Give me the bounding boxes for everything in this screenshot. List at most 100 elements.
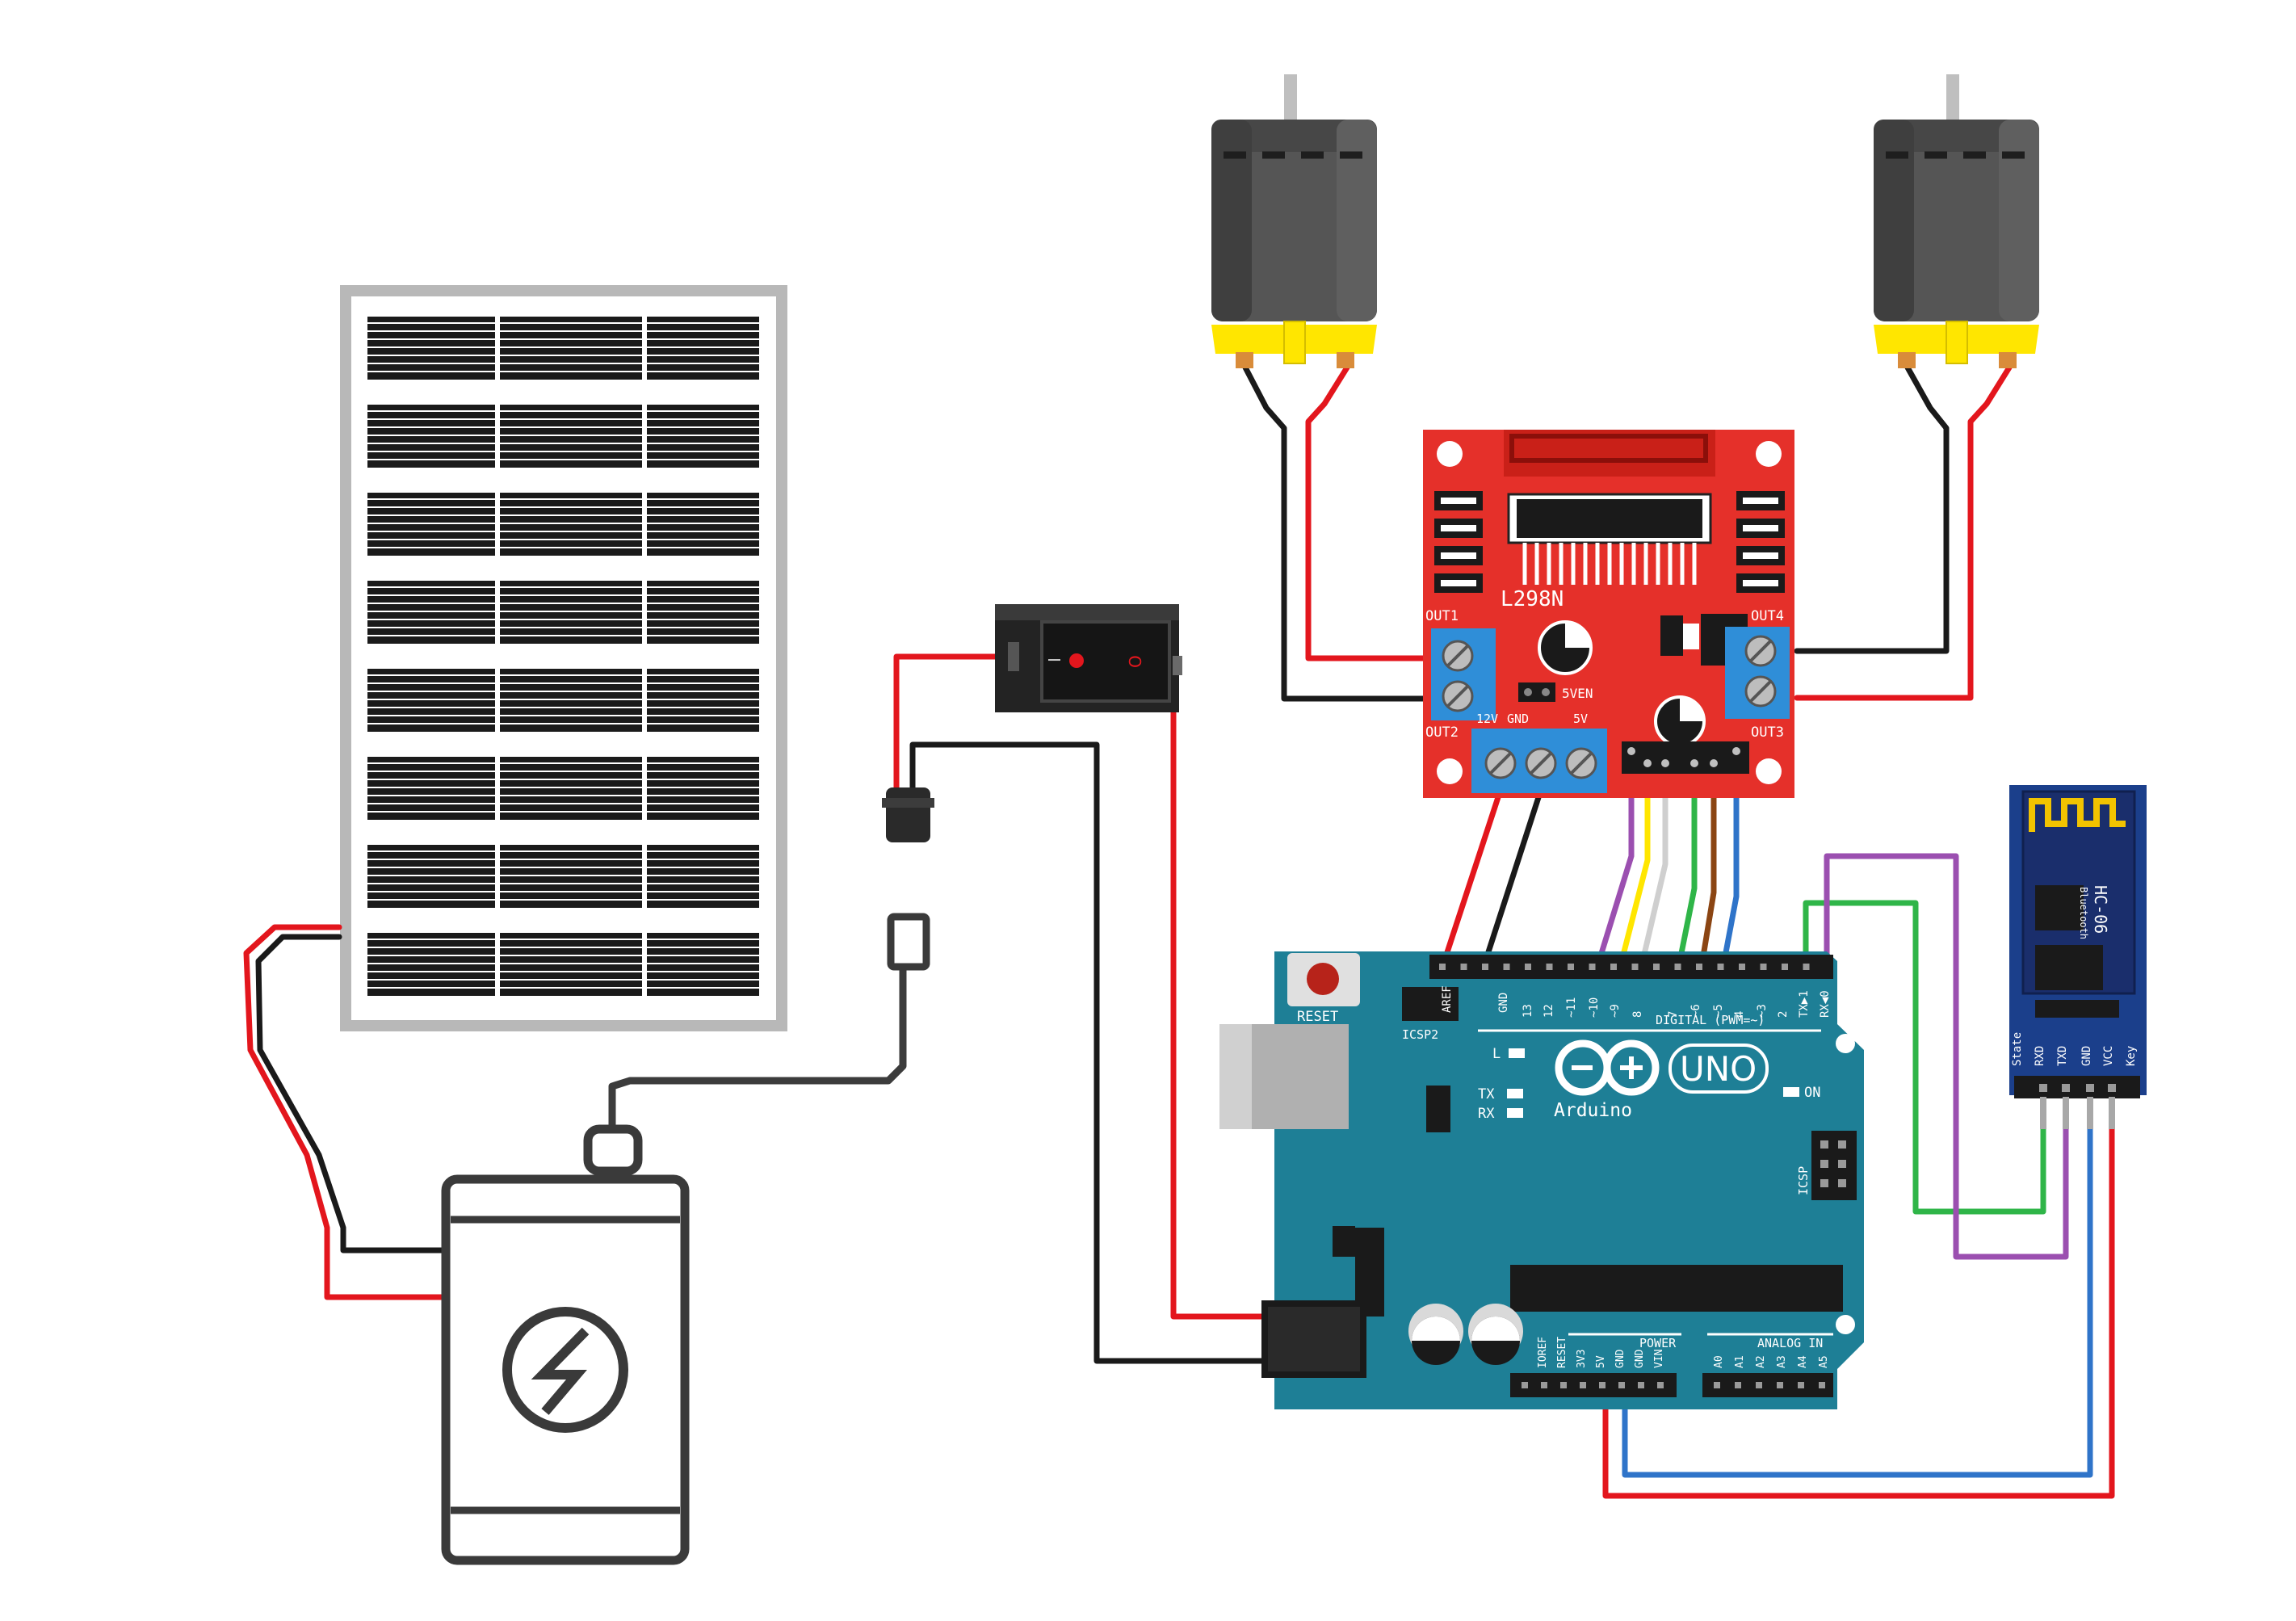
- solar-cell: [646, 669, 759, 732]
- solar-panel: [340, 285, 787, 1031]
- wire-5v-red: [1602, 1126, 2115, 1499]
- solar-cell: [646, 933, 759, 996]
- power-bank: [441, 1124, 690, 1565]
- dc-barrel-connector: [882, 787, 934, 971]
- arduino-power-pin-label: RESET: [1556, 1337, 1568, 1368]
- solar-cell: [367, 845, 495, 908]
- wire-in1-yellow: [1618, 768, 1651, 964]
- arduino-digital-pin-label: 13: [1522, 1004, 1534, 1018]
- arduino-digital-pin-label: ~6: [1689, 1004, 1702, 1018]
- solar-cell: [367, 669, 495, 732]
- arduino-model-label: UNO: [1680, 1049, 1757, 1089]
- l298n-out3-out4-terminal: [1725, 627, 1790, 719]
- l298n-gnd-label: GND: [1507, 712, 1529, 726]
- l298n-5v-label: 5V: [1573, 712, 1588, 726]
- wire-in3-green: [1677, 768, 1698, 964]
- solar-cell: [367, 317, 495, 380]
- solar-cell: [367, 933, 495, 996]
- l298n-12v-label: 12V: [1476, 712, 1498, 726]
- arduino-digital-pin-label: 8: [1631, 1011, 1644, 1018]
- wire-enb-blue: [1721, 768, 1740, 964]
- solar-cell: [499, 845, 642, 908]
- solar-cell: [646, 405, 759, 468]
- arduino-icsp-label: ICSP: [1796, 1166, 1811, 1195]
- solar-cell: [646, 845, 759, 908]
- arduino-analog-label: ANALOG IN: [1757, 1336, 1823, 1350]
- wire-in4-brown: [1699, 768, 1717, 964]
- arduino-reset-label: RESET: [1297, 1009, 1338, 1025]
- arduino-analog-pin-label: A1: [1734, 1355, 1746, 1368]
- arduino-on-label: ON: [1804, 1085, 1820, 1101]
- arduino-analog-pin-label: A2: [1755, 1355, 1767, 1368]
- arduino-digital-pin-label: TX▶1: [1798, 990, 1811, 1018]
- arduino-logo: [1555, 1039, 1660, 1096]
- switch-led: [1069, 653, 1084, 668]
- wire-gnd-blue: [1622, 1126, 2093, 1478]
- hc06-pin-label: VCC: [2102, 1046, 2115, 1066]
- solar-cell: [367, 493, 495, 556]
- solar-cell: [499, 933, 642, 996]
- arduino-power-pin-label: IOREF: [1537, 1337, 1549, 1368]
- solar-cell: [499, 317, 642, 380]
- dc-motor-right: [1874, 74, 2039, 368]
- l298n-out1-out2-terminal: [1431, 628, 1496, 720]
- solar-cell: [646, 581, 759, 644]
- arduino-digital-pin-label: 2: [1777, 1011, 1790, 1018]
- arduino-digital-pin-label: RX◀0: [1819, 990, 1832, 1018]
- l298n-heatsink: [1504, 430, 1715, 585]
- dc-motor-left: [1211, 74, 1377, 368]
- solar-cell: [499, 405, 642, 468]
- arduino-digital-pin-label: ~9: [1609, 1004, 1622, 1018]
- rocker-switch: I O: [995, 604, 1182, 712]
- arduino-power-label: POWER: [1639, 1336, 1677, 1350]
- hc06-pin-label: Key: [2125, 1046, 2138, 1066]
- arduino-digital-pin-label: ~11: [1565, 997, 1578, 1018]
- arduino-digital-pin-label: 7: [1667, 1011, 1680, 1018]
- wire-rx-purple: [1824, 853, 2069, 1260]
- solar-cell: [646, 317, 759, 380]
- solar-cell: [367, 757, 495, 820]
- solar-cell: [646, 757, 759, 820]
- arduino-analog-pin-label: A4: [1797, 1355, 1809, 1368]
- arduino-aref-label: AREF: [1441, 985, 1454, 1013]
- power-bank-bolt-icon: [502, 1307, 628, 1433]
- l298n-out4-label: OUT4: [1751, 608, 1784, 624]
- arduino-digital-pin-label: 12: [1543, 1004, 1555, 1018]
- wire-tx-green: [1803, 900, 2046, 1215]
- solar-cell: [367, 405, 495, 468]
- hc06-pin-label: RXD: [2034, 1046, 2046, 1066]
- solar-cell: [499, 757, 642, 820]
- wire-in2-white: [1639, 768, 1668, 964]
- arduino-power-pin-label: GND: [1614, 1349, 1627, 1368]
- arduino-analog-pin-label: A3: [1776, 1355, 1788, 1368]
- wire-switch-red-in: [893, 653, 1013, 799]
- solar-cell: [499, 493, 642, 556]
- wire-motor-right-red: [1794, 364, 2013, 701]
- arduino-power-pin-label: GND: [1634, 1349, 1646, 1368]
- hc06-pin-label: GND: [2080, 1046, 2093, 1066]
- solar-cell: [499, 581, 642, 644]
- wire-motor-left-red: [1305, 364, 1449, 661]
- hc06-pin-label: State: [2011, 1032, 2024, 1066]
- hc06-sub-label: Bluetooth: [2078, 887, 2089, 939]
- wire-motor-left-black: [1242, 364, 1449, 702]
- arduino-analog-pin-label: A0: [1713, 1355, 1725, 1368]
- arduino-digital-pin-label: ~3: [1756, 1004, 1769, 1018]
- solar-cell: [367, 581, 495, 644]
- arduino-digital-pin-label: ~5: [1712, 1004, 1725, 1018]
- wire-ena-purple: [1596, 768, 1635, 964]
- wire-connector-black: [909, 741, 1283, 1364]
- arduino-analog-pin-label: A5: [1818, 1355, 1830, 1368]
- l298n-control-header: [1622, 741, 1749, 774]
- arduino-capacitors: [1408, 1304, 1523, 1365]
- arduino-digital-pin-label: 4: [1733, 1011, 1746, 1018]
- arduino-gnd-label: GND: [1497, 993, 1510, 1013]
- wire-solar-red: [243, 924, 447, 1300]
- arduino-power-pin-label: 3V3: [1576, 1350, 1588, 1368]
- wire-switch-red-out: [1170, 663, 1279, 1320]
- arduino-rx-label: RX: [1478, 1106, 1495, 1122]
- arduino-icsp2-label: ICSP2: [1402, 1027, 1438, 1042]
